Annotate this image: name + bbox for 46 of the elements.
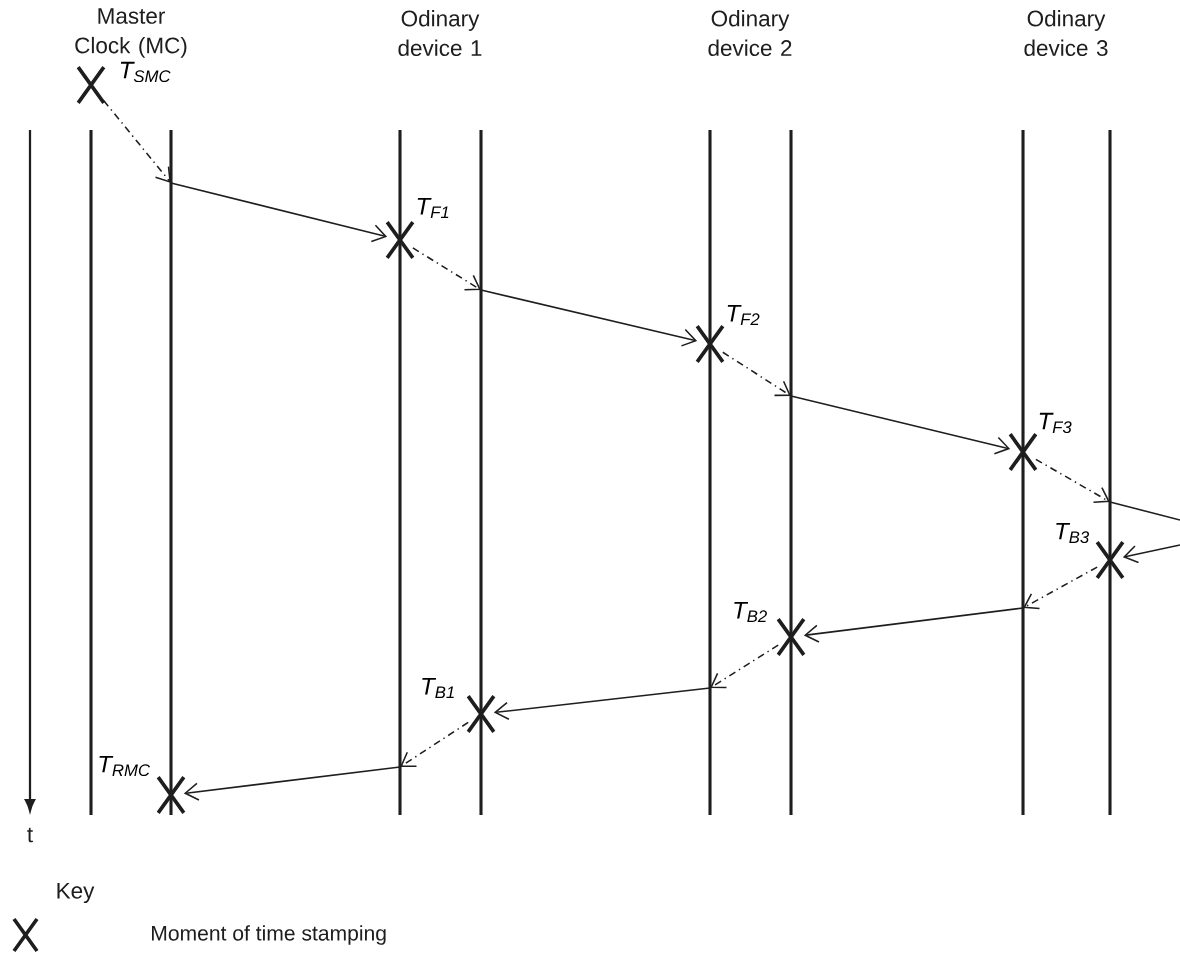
message-line (1109, 501, 1180, 521)
column-header: Odinary device 2 (708, 10, 792, 56)
time-stamp-label: T$_{F1}$ (417, 197, 449, 219)
time-stamp-label: T$_{F3}$ (1039, 412, 1072, 434)
lifeline (169, 130, 173, 815)
message-arrow (790, 395, 1011, 455)
message-arrow (183, 766, 401, 801)
time-stamp-cross (466, 694, 496, 734)
message-arrow (412, 247, 481, 291)
time-stamp-cross (1095, 540, 1125, 580)
message-arrow (803, 607, 1024, 643)
time-stamp-label: T$_{RMC}$ (99, 755, 151, 777)
message-arrow (400, 721, 469, 768)
legend-text: Moment of time stamping (152, 925, 386, 945)
time-stamp-cross (76, 65, 106, 105)
column-header: Odinary device 3 (1024, 10, 1108, 56)
time-stamp-cross (776, 617, 806, 657)
time-stamp-label: T$_{B3}$ (1056, 522, 1090, 544)
message-arrow (1122, 544, 1180, 564)
column-header: Odinary device 1 (398, 10, 482, 56)
time-stamp-cross (156, 775, 186, 815)
time-stamp-cross (1008, 432, 1038, 472)
message-arrow (493, 687, 711, 721)
time-stamp-label: T$_{F2}$ (727, 304, 760, 326)
message-arrow (103, 99, 171, 183)
time-stamp-cross (695, 324, 725, 364)
axis-label: t (27, 827, 33, 843)
lifeline (398, 130, 402, 815)
message-arrow (722, 351, 791, 397)
lifeline (89, 130, 93, 815)
column-header: Master Clock (MC) (75, 8, 187, 58)
message-arrow (1035, 458, 1110, 503)
lifeline (479, 130, 483, 815)
time-stamp-cross (385, 220, 415, 260)
time-stamp-label: T$_{B1}$ (422, 677, 454, 699)
lifeline (1108, 130, 1112, 815)
message-arrow (710, 644, 779, 689)
message-arrow (170, 182, 388, 243)
lifeline (789, 130, 793, 815)
key-heading: Key (57, 882, 95, 904)
lifeline (708, 130, 712, 815)
lifeline (1021, 130, 1025, 815)
time-stamp-label: T$_{B2}$ (734, 601, 767, 623)
message-arrow (1023, 566, 1098, 610)
message-arrow (480, 289, 698, 347)
time-stamp-label: T$_{SMC}$ (120, 61, 171, 83)
